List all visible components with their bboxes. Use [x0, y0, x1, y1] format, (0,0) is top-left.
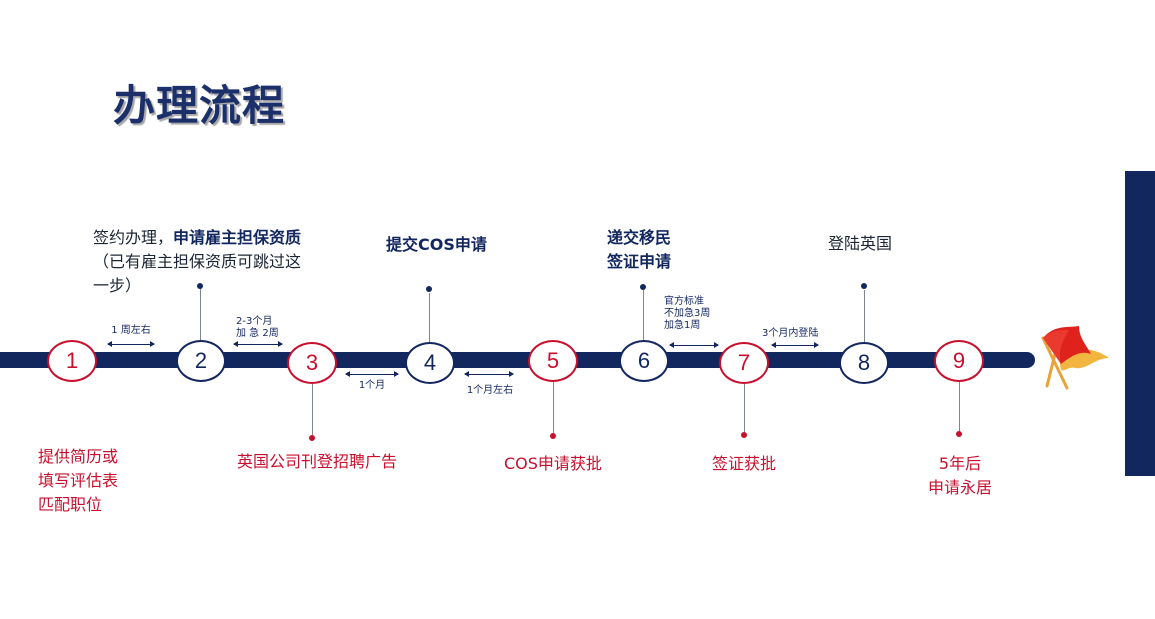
duration-3-4: 1个月 [358, 380, 386, 391]
duration-arrow-4-5 [464, 371, 514, 377]
step-3-description: 英国公司刊登招聘广告 [237, 452, 398, 471]
step-2-line-2: （已有雇主担保资质可跳过这 [93, 252, 302, 271]
duration-arrow-6-7 [669, 342, 719, 348]
step-7-number: 7 [737, 350, 751, 375]
page-title: 办理流程 [113, 81, 286, 130]
step-4-description: 提交COS申请 [386, 235, 487, 254]
step-8-description: 登陆英国 [828, 234, 893, 253]
duration-6-7-line-2: 不加急3周 [664, 308, 711, 319]
step-4-node: 4 [405, 342, 455, 384]
duration-2-3: 2-3个月 加 急 2周 [236, 316, 279, 340]
step-6-dot [640, 284, 646, 290]
step-7-stem [744, 384, 745, 436]
duration-2-3-line-2: 加 急 2周 [236, 328, 279, 339]
step-7-node: 7 [719, 342, 769, 384]
step-5-stem [553, 382, 554, 436]
duration-6-7: 官方标准 不加急3周 加急1周 [664, 296, 710, 332]
step-9-stem [959, 382, 960, 434]
duration-2-3-line-1: 2-3个月 [236, 316, 273, 327]
red-flags-icon [1041, 326, 1109, 390]
step-3-node: 3 [287, 342, 337, 384]
step-8-stem [864, 290, 865, 342]
duration-arrow-3-4 [345, 371, 399, 377]
step-6-line-2: 签证申请 [607, 252, 672, 271]
step-8-dot [861, 283, 867, 289]
timeline-bar [0, 352, 1035, 368]
step-3-dot [309, 435, 315, 441]
duration-6-7-line-1: 官方标准 [664, 296, 704, 307]
step-2-line-3: 一步） [93, 276, 142, 295]
step-8-number: 8 [857, 350, 871, 375]
step-2-prefix: 签约办理， [93, 228, 174, 247]
step-6-number: 6 [637, 348, 651, 373]
step-9-line-2: 申请永居 [927, 478, 992, 497]
step-8-node: 8 [839, 342, 889, 384]
step-4-dot [426, 286, 432, 292]
step-5-description: COS申请获批 [504, 454, 602, 473]
step-9-dot [956, 431, 962, 437]
step-2-description: 签约办理，申请雇主担保资质 （已有雇主担保资质可跳过这 一步） [93, 226, 301, 298]
step-6-line-1: 递交移民 [607, 228, 672, 247]
step-1-node: 1 [47, 340, 97, 382]
duration-1-2: 1 周左右 [111, 325, 151, 336]
step-3-stem [312, 384, 313, 436]
duration-arrow-2-3 [233, 341, 283, 347]
duration-6-7-line-3: 加急1周 [664, 320, 701, 331]
step-6-stem [643, 290, 644, 340]
step-9-node: 9 [934, 340, 984, 382]
step-1-line-3: 匹配职位 [38, 495, 103, 514]
step-7-description: 签证获批 [712, 454, 777, 473]
duration-arrow-7-8 [771, 342, 819, 348]
step-5-node: 5 [528, 340, 578, 382]
step-6-description: 递交移民 签证申请 [607, 226, 671, 274]
step-7-dot [741, 432, 747, 438]
duration-7-8: 3个月内登陆 [762, 328, 819, 339]
step-3-number: 3 [305, 350, 319, 375]
step-1-line-2: 填写评估表 [38, 471, 119, 490]
step-2-number: 2 [194, 348, 208, 373]
duration-arrow-1-2 [107, 341, 155, 347]
step-9-description: 5年后 申请永居 [920, 452, 1000, 500]
step-4-stem [429, 293, 430, 342]
step-1-line-1: 提供简历或 [38, 447, 119, 466]
step-2-node: 2 [176, 340, 226, 382]
step-9-line-1: 5年后 [938, 454, 982, 473]
step-1-number: 1 [65, 348, 79, 373]
step-5-number: 5 [546, 348, 560, 373]
step-6-node: 6 [619, 340, 669, 382]
step-1-description: 提供简历或 填写评估表 匹配职位 [38, 445, 118, 517]
step-2-bold-text: 申请雇主担保资质 [173, 228, 302, 247]
right-decorative-bar [1125, 171, 1155, 476]
step-5-dot [550, 433, 556, 439]
duration-4-5: 1个月左右 [466, 385, 514, 396]
step-2-stem [200, 288, 201, 340]
step-9-number: 9 [952, 348, 966, 373]
step-4-number: 4 [423, 350, 437, 375]
step-2-dot [197, 283, 203, 289]
